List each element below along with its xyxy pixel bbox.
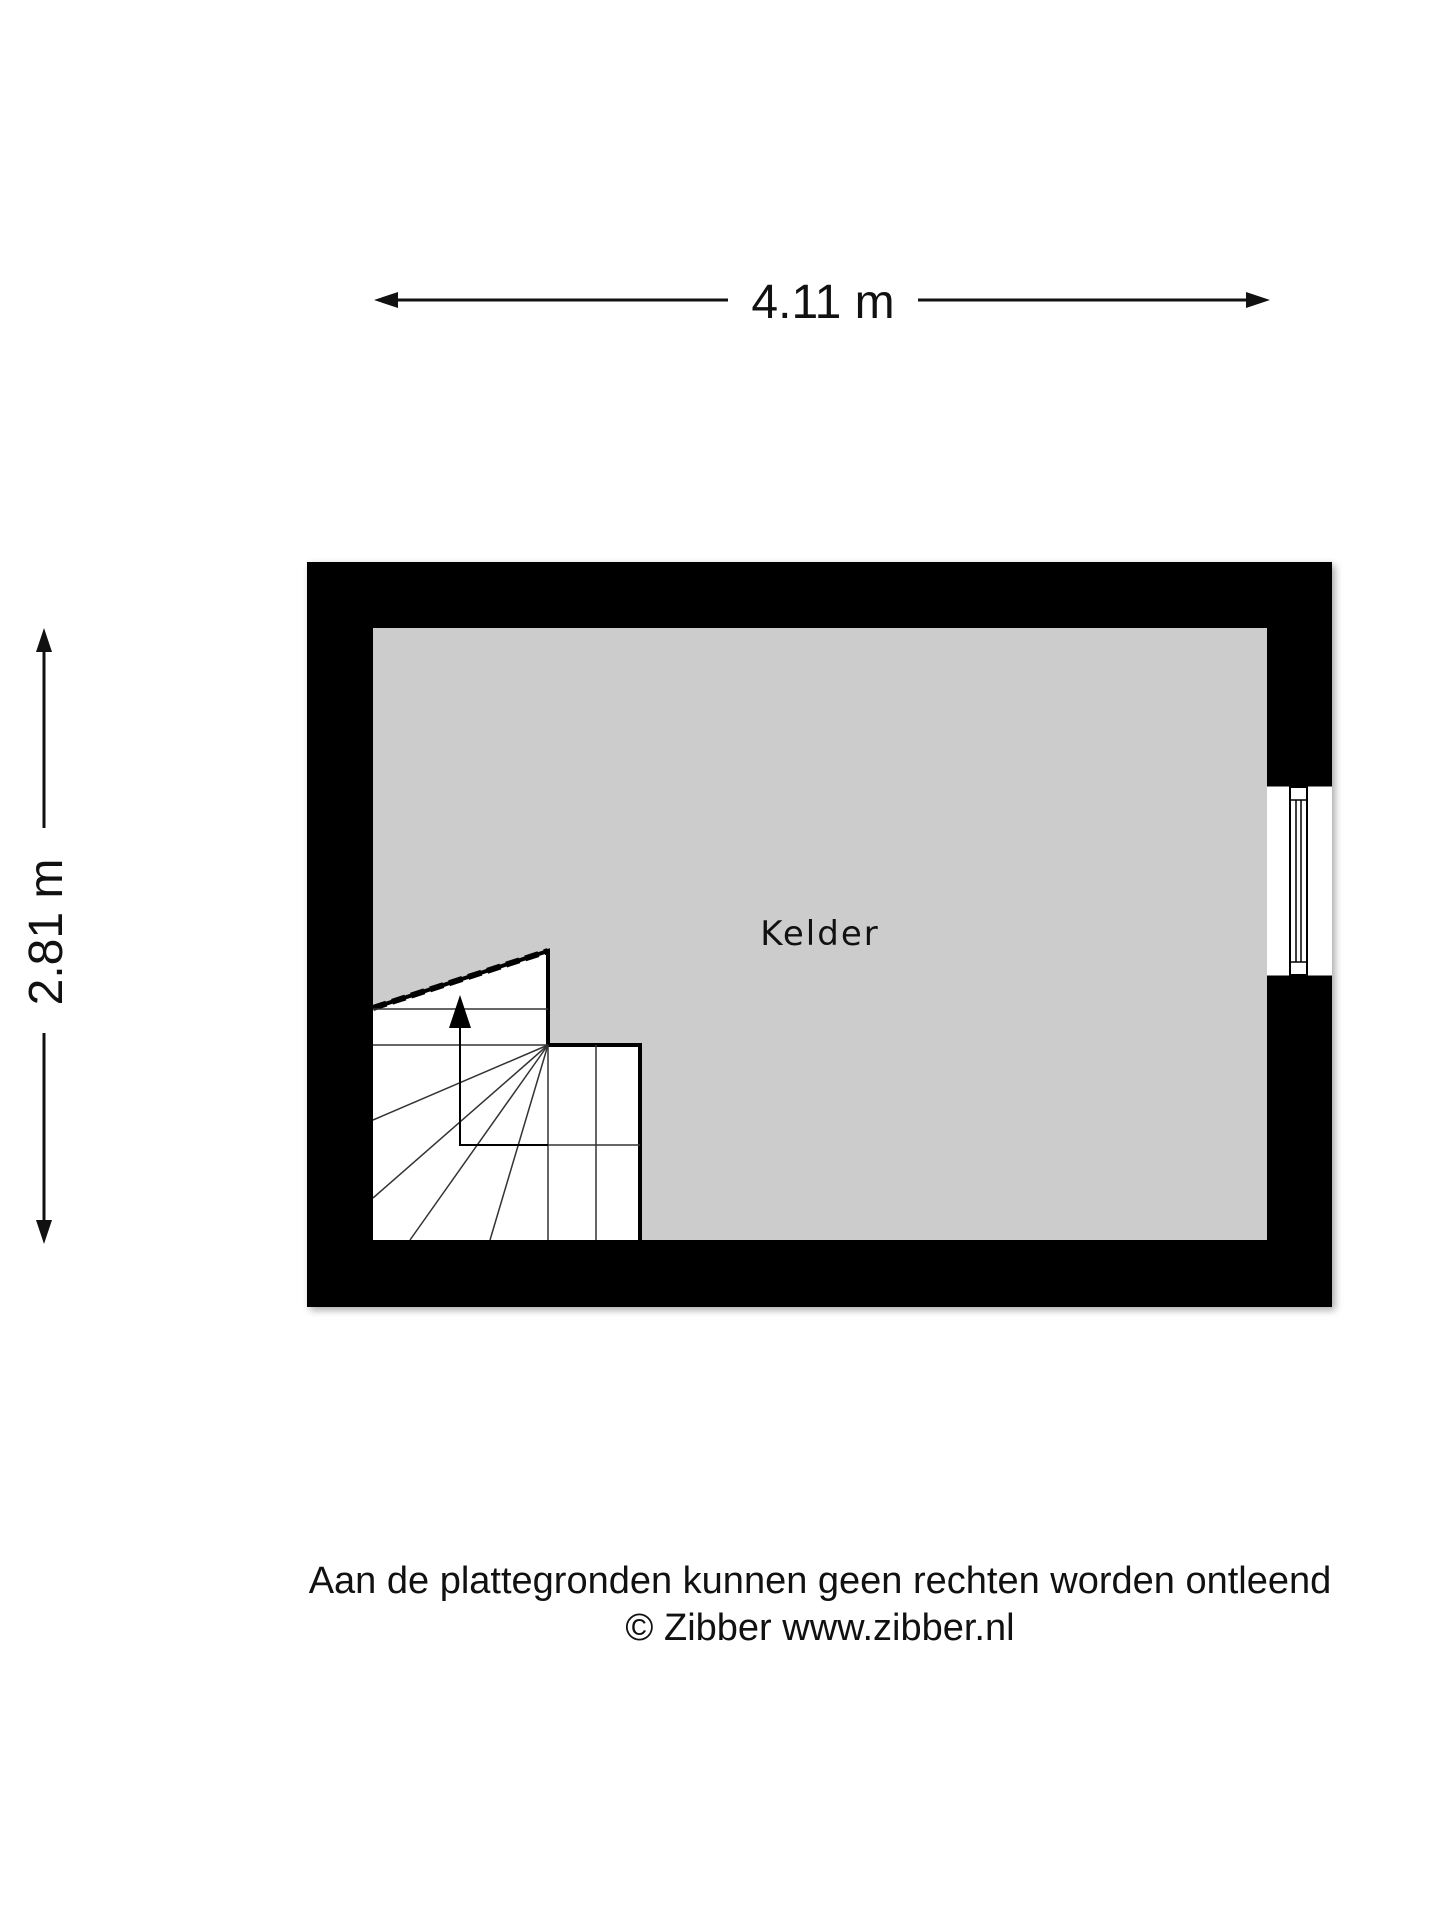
dimension-arrow-left-icon [374, 292, 398, 308]
dimension-arrow-top-icon [36, 628, 52, 652]
height-dimension: 2.81 m [20, 628, 73, 1244]
height-label: 2.81 m [20, 859, 73, 1006]
room-label: Kelder [760, 914, 879, 954]
dimension-arrow-bottom-icon [36, 1220, 52, 1244]
window-icon [1267, 783, 1332, 979]
width-label: 4.11 m [751, 276, 894, 329]
disclaimer-text: Aan de plattegronden kunnen geen rechten… [308, 1560, 1332, 1602]
copyright-text: © Zibber www.zibber.nl [625, 1607, 1015, 1649]
staircase [372, 948, 642, 1241]
dimension-arrow-right-icon [1246, 292, 1270, 308]
width-dimension: 4.11 m [374, 276, 1270, 329]
stair-direction-arrow-icon [449, 995, 471, 1028]
